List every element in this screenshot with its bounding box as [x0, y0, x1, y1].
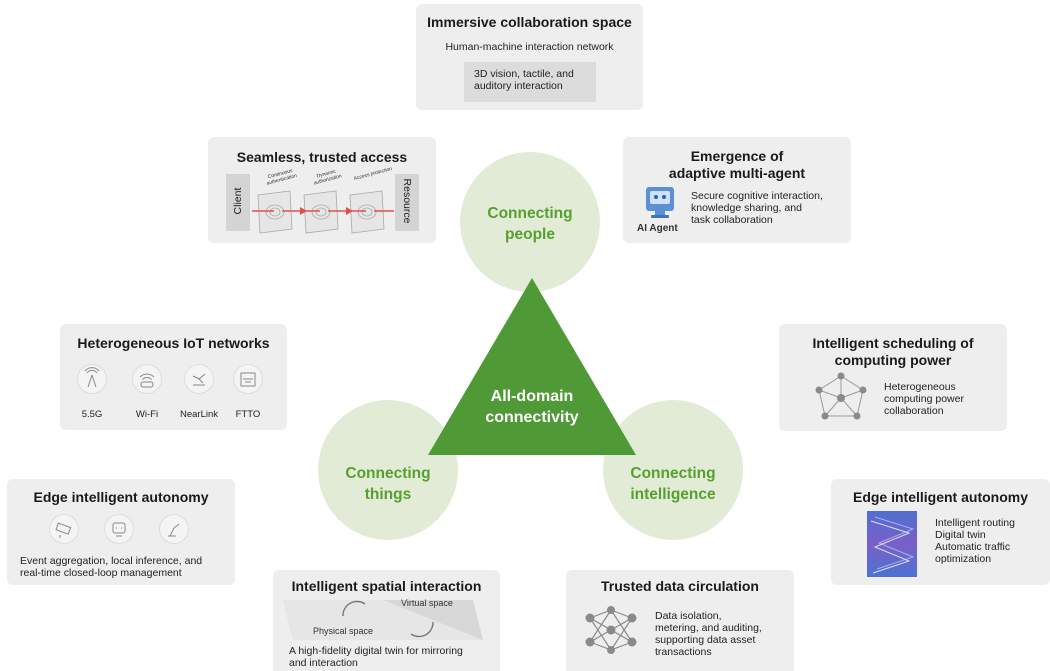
trusted-access-title: Seamless, trusted access: [236, 149, 408, 165]
nearlink-icon: [184, 364, 214, 394]
data-circulation-card: Trusted data circulation Data isolation,…: [566, 570, 794, 671]
wifi-icon: [132, 364, 162, 394]
spatial-title: Intelligent spatial interaction: [291, 578, 482, 594]
virtual-space-label: Virtual space: [401, 598, 453, 608]
iot-networks-card: Heterogeneous IoT networks 5.5G Wi-Fi Ne…: [60, 324, 287, 430]
circle-connecting-things: [318, 400, 458, 540]
client-box: [226, 174, 250, 231]
ai-agent-icon: [646, 187, 674, 218]
client-label: Client: [232, 187, 244, 215]
camera-icon: [49, 514, 79, 544]
circle-connecting-intelligence: [603, 400, 743, 540]
resource-label: Resource: [401, 178, 413, 224]
data-circulation-description: Data isolation,metering, and auditing,su…: [655, 610, 762, 658]
iot-item-nearlink: NearLink: [179, 409, 219, 420]
access-flow-graphic: [252, 190, 394, 234]
digital-twin-routing-image: [867, 511, 917, 577]
edge-autonomy-left-card: Edge intelligent autonomy Event aggregat…: [7, 479, 235, 585]
robotic-arm-icon: [159, 514, 189, 544]
immersive-title: Immersive collaboration space: [427, 14, 632, 30]
circle-connecting-people: [460, 152, 600, 292]
computing-network-icon: [815, 372, 867, 420]
resource-box: [395, 174, 419, 231]
edge-autonomy-right-card: Edge intelligent autonomy Intelligent ro…: [831, 479, 1050, 585]
ai-agent-label: AI Agent: [637, 223, 678, 234]
ftto-icon: [233, 364, 263, 394]
edge-right-title: Edge intelligent autonomy: [852, 489, 1028, 505]
spatial-description: A high-fidelity digital twin for mirrori…: [289, 645, 463, 669]
iot-item-5-5g: 5.5G: [81, 409, 103, 420]
iot-item-ftto: FTTO: [235, 409, 261, 420]
immersive-collaboration-card: Immersive collaboration space Human-mach…: [416, 4, 643, 110]
data-circulation-title: Trusted data circulation: [601, 578, 759, 594]
neural-network-icon: [585, 606, 637, 654]
spatial-interaction-card: Intelligent spatial interaction Virtual …: [273, 570, 500, 671]
iot-item-wifi: Wi-Fi: [135, 409, 159, 420]
immersive-inner-box: [464, 62, 596, 102]
edge-left-title: Edge intelligent autonomy: [33, 489, 209, 505]
immersive-subtitle: Human-machine interaction network: [445, 41, 614, 53]
robot-icon: [104, 514, 134, 544]
trusted-access-card: Seamless, trusted access Client Resource…: [208, 137, 436, 243]
multi-agent-description: Secure cognitive interaction,knowledge s…: [691, 190, 823, 226]
cell-tower-icon: [77, 364, 107, 394]
iot-title: Heterogeneous IoT networks: [77, 335, 270, 351]
physical-space-label: Physical space: [313, 626, 374, 636]
spatial-graphic: [283, 600, 483, 640]
